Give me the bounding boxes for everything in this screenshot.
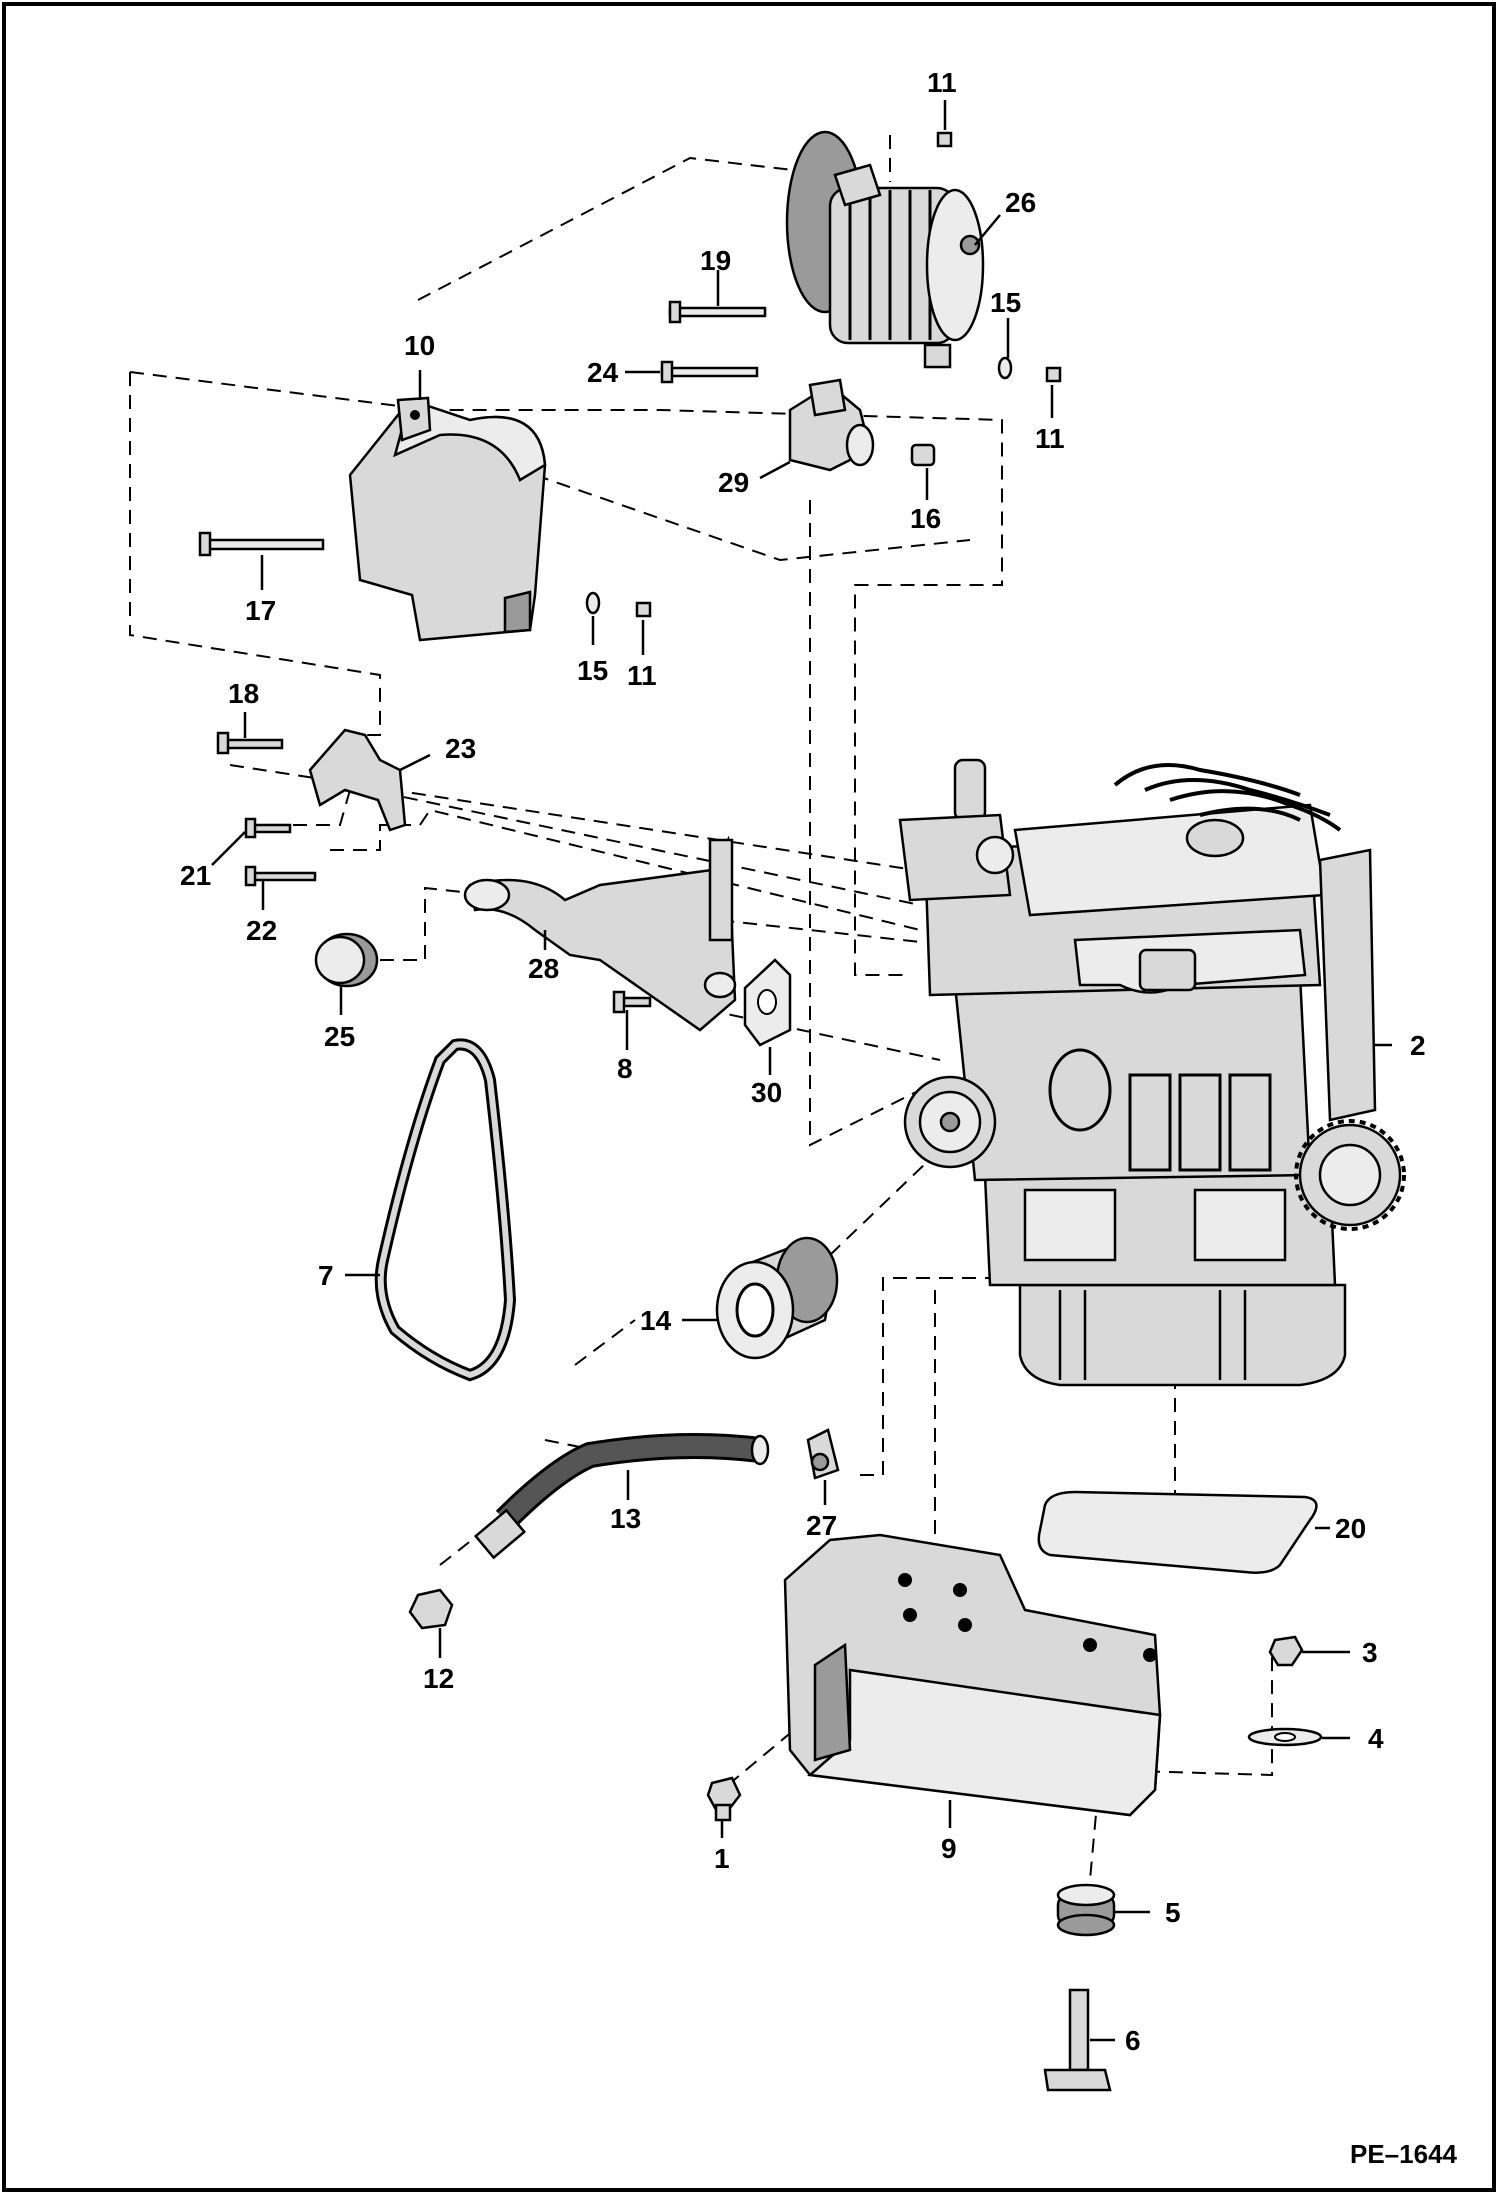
callout-24: 24	[587, 357, 619, 388]
oil-filter	[715, 1236, 839, 1360]
callout-4: 4	[1368, 1723, 1384, 1754]
callout-17: 17	[245, 595, 276, 626]
tensioner-bracket	[788, 378, 875, 472]
oil-filler-cap	[314, 932, 379, 988]
mount-plate	[783, 1533, 1162, 1817]
callout-19: 19	[700, 245, 731, 276]
callout-10: 10	[404, 330, 435, 361]
callout-15-right: 15	[990, 287, 1021, 318]
callout-11-top: 11	[927, 67, 957, 98]
leader-lines	[211, 100, 1392, 2042]
callout-labels: 11 26 19 15 24 11 10 29 16 17 15 11 18 2…	[180, 67, 1426, 2056]
callout-28: 28	[528, 953, 559, 984]
oil-filler-tube	[463, 835, 737, 1032]
callout-9: 9	[941, 1833, 957, 1864]
hose-clamp	[806, 1428, 840, 1480]
callout-30: 30	[751, 1077, 782, 1108]
oil-pan-pad	[1037, 1490, 1318, 1574]
callout-26: 26	[1005, 187, 1036, 218]
callout-22: 22	[246, 915, 277, 946]
callout-18: 18	[228, 678, 259, 709]
callout-11-right: 11	[1035, 423, 1065, 454]
callout-3: 3	[1362, 1637, 1378, 1668]
belt-guard	[348, 396, 547, 642]
mount-brackets	[216, 728, 407, 887]
spacer	[910, 443, 936, 467]
long-bolts	[198, 300, 767, 557]
callout-1: 1	[714, 1843, 730, 1874]
gasket-and-bolt	[612, 958, 792, 1047]
callout-7: 7	[318, 1260, 334, 1291]
callout-15-left: 15	[577, 655, 608, 686]
callout-21: 21	[180, 860, 211, 891]
engine	[898, 758, 1406, 1387]
callout-11-left: 11	[627, 660, 657, 691]
callout-2: 2	[1410, 1030, 1426, 1061]
oil-drain-hose	[473, 1433, 770, 1560]
hose-nut	[408, 1588, 454, 1630]
plate-bolt	[706, 1776, 742, 1822]
callout-5: 5	[1165, 1897, 1181, 1928]
callout-12: 12	[423, 1663, 454, 1694]
callout-14: 14	[640, 1305, 672, 1336]
callout-8: 8	[617, 1053, 633, 1084]
drive-belt	[374, 1038, 517, 1382]
nuts-and-washers	[585, 131, 1062, 618]
callout-29: 29	[718, 467, 749, 498]
isolator-hardware	[1043, 1635, 1323, 2092]
callout-13: 13	[610, 1503, 641, 1534]
callout-20: 20	[1335, 1513, 1366, 1544]
callout-6: 6	[1125, 2025, 1141, 2056]
callout-16: 16	[910, 503, 941, 534]
callout-25: 25	[324, 1021, 355, 1052]
figure-code: PE–1644	[1350, 2139, 1458, 2169]
callout-27: 27	[806, 1510, 837, 1541]
callout-23: 23	[445, 733, 476, 764]
alternator	[785, 130, 985, 369]
